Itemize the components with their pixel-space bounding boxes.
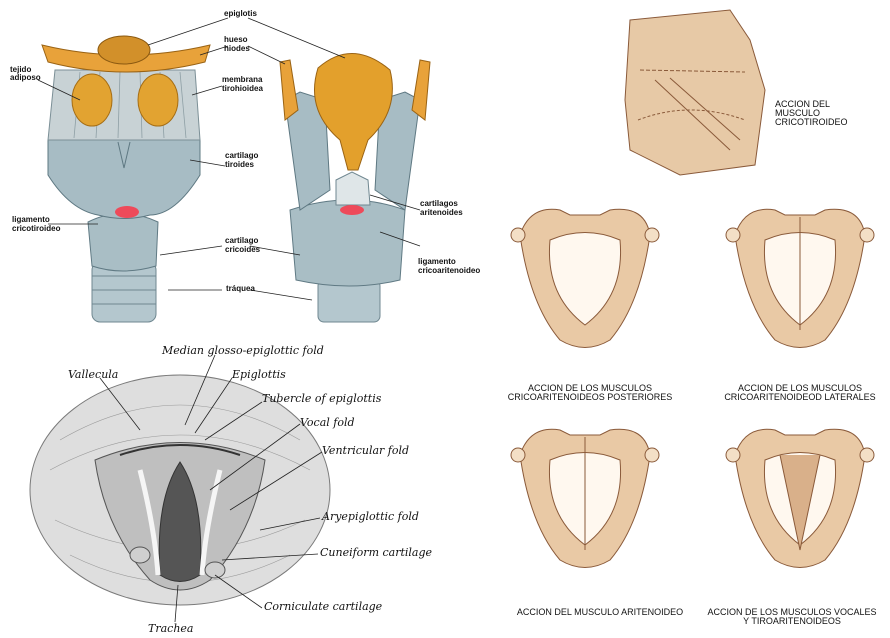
label-traquea: tráquea	[226, 285, 255, 293]
cricothyroid-sketch	[625, 10, 765, 175]
label-cricotiroideo: cricotiroideo	[12, 225, 60, 233]
label-cricoides: cricoides	[225, 246, 260, 254]
label-vallecula: Vallecula	[68, 368, 118, 381]
sketch-vocal	[726, 429, 874, 567]
label-cricoaritenoideo: cricoaritenoideo	[418, 267, 480, 275]
larynx-anterior-view	[42, 36, 210, 322]
sketch-lateral	[726, 209, 874, 347]
glottis-panel: Median glosso-epiglottic fold Vallecula …	[0, 330, 490, 638]
label-hueso: hueso	[224, 36, 248, 44]
label-ligamento-cricoaritenoideo: ligamento	[418, 258, 456, 266]
caption-aritenoideo: ACCION DEL MUSCULO ARITENOIDEO	[495, 608, 705, 617]
label-vocal-fold: Vocal fold	[300, 416, 355, 429]
label-epiglotis: epiglotis	[224, 10, 257, 18]
label-median-fold: Median glosso-epiglottic fold	[162, 344, 324, 357]
label-tiroides: tiroides	[225, 161, 254, 169]
muscle-sketches	[490, 0, 890, 638]
larynx-anatomy-panel: epiglotis hueso hiodes tejido adiposo me…	[0, 0, 490, 330]
label-cartilago-tiroides: cartilago	[225, 152, 258, 160]
label-hiodes: hiodes	[224, 45, 250, 53]
label-cartilago-cricoides: cartilago	[225, 237, 258, 245]
label-epiglottis: Epiglottis	[232, 368, 286, 381]
label-adiposo: adiposo	[10, 74, 41, 82]
label-trachea: Trachea	[148, 622, 193, 635]
label-membrana: membrana	[222, 76, 262, 84]
label-ventricular-fold: Ventricular fold	[322, 444, 409, 457]
label-tirohioidea: tirohioidea	[222, 85, 263, 93]
label-ligamento-cricotiroideo: ligamento	[12, 216, 50, 224]
sketch-arytenoid	[511, 429, 659, 567]
label-corniculate: Corniculate cartilage	[264, 600, 382, 613]
label-aryepiglottic-fold: Aryepiglottic fold	[322, 510, 419, 523]
larynx-posterior-view	[280, 53, 430, 322]
label-cartilagos-aritenoides: cartilagos	[420, 200, 458, 208]
label-tubercle: Tubercle of epiglottis	[262, 392, 381, 405]
label-aritenoides: aritenoides	[420, 209, 463, 217]
label-cuneiform: Cuneiform cartilage	[320, 546, 432, 559]
sketch-posterior	[511, 209, 659, 347]
